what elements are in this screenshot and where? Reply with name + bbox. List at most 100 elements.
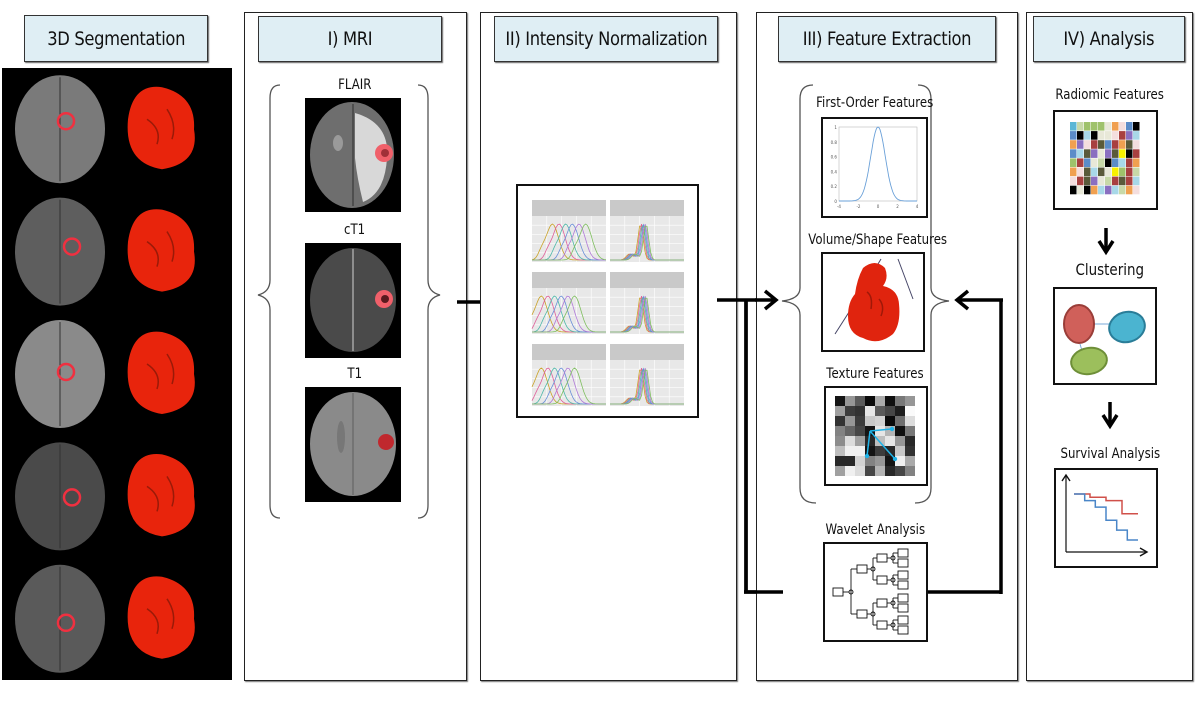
texture-cell xyxy=(875,406,885,416)
wavelet-node xyxy=(832,587,844,597)
panel-bg xyxy=(532,288,606,334)
survival-label: Survival Analysis xyxy=(1035,446,1185,462)
radiomic-cell xyxy=(1084,149,1091,158)
texture-cell xyxy=(865,416,875,426)
section-mri-title-text: I) MRI xyxy=(327,28,373,50)
segmentation-title: 3D Segmentation xyxy=(24,15,208,62)
radiomic-cell xyxy=(1098,140,1105,149)
section-normalization-title-text: II) Intensity Normalization xyxy=(505,28,707,50)
texture-cell xyxy=(865,406,875,416)
wavelet-label-text: Wavelet Analysis xyxy=(825,522,925,538)
x-tick-label: -4 xyxy=(837,204,841,210)
mri-label-flair: FLAIR xyxy=(305,77,405,93)
wavelet-node xyxy=(876,553,888,563)
section-mri-title: I) MRI xyxy=(258,16,442,62)
texture-cell xyxy=(835,446,845,456)
y-tick-label: 0.8 xyxy=(831,140,838,146)
radiomic-cell xyxy=(1070,167,1077,177)
segmentation-row xyxy=(15,75,195,184)
texture-cell xyxy=(895,426,905,436)
radiomic-features-matrix xyxy=(1053,110,1158,210)
texture-cell xyxy=(895,406,905,416)
survival-label-text: Survival Analysis xyxy=(1060,446,1160,462)
surface-shading xyxy=(146,231,175,267)
radiomic-label-text: Radiomic Features xyxy=(1055,87,1165,103)
texture-cell xyxy=(835,416,845,426)
texture-cell xyxy=(855,446,865,456)
first-order-label: First-Order Features xyxy=(800,95,950,111)
histogram-panel xyxy=(531,200,607,262)
clustering-diagram xyxy=(1063,304,1146,376)
radiomic-cell xyxy=(1070,131,1077,140)
texture-cell xyxy=(885,446,895,456)
radiomic-cell xyxy=(1112,131,1119,140)
x-tick-label: 0 xyxy=(877,204,880,210)
arrow-branch-overlay xyxy=(744,289,783,594)
mri-image-ct1 xyxy=(305,243,401,358)
texture-cell xyxy=(875,396,885,406)
panel-strip xyxy=(610,344,684,360)
tumor-contour xyxy=(56,362,76,382)
radiomic-cell xyxy=(1091,185,1098,195)
normalization-histogram-grid xyxy=(531,200,684,406)
surface-shading xyxy=(146,353,175,390)
texture-label: Texture Features xyxy=(800,366,950,382)
tumor-contour xyxy=(56,613,76,633)
radiomic-cell xyxy=(1126,131,1133,140)
radiomic-label: Radiomic Features xyxy=(1035,87,1185,103)
panel-bg xyxy=(532,360,606,406)
radiomic-cell xyxy=(1105,185,1112,195)
surface-shading xyxy=(146,598,175,635)
histogram-panel xyxy=(531,272,606,334)
radiomic-cell xyxy=(1084,158,1091,167)
radiomic-cell xyxy=(1112,167,1119,177)
mri-label-ct1: cT1 xyxy=(305,222,405,238)
segmentation-panel xyxy=(2,68,232,680)
texture-cell xyxy=(885,416,895,426)
radiomic-cell xyxy=(1077,176,1084,186)
texture-cell xyxy=(905,396,915,406)
wavelet-node xyxy=(897,548,909,558)
texture-cell xyxy=(845,416,855,426)
radiomic-cell xyxy=(1091,167,1098,177)
radiomic-cell xyxy=(1105,149,1112,158)
y-axis-arrow xyxy=(1061,473,1071,482)
radiomic-cell xyxy=(1070,149,1077,158)
radiomic-cell xyxy=(1119,122,1126,131)
radiomic-cell xyxy=(1105,167,1112,177)
texture-cell xyxy=(845,456,855,466)
arrow-clustering-to-survival xyxy=(1101,402,1119,430)
y-tick-label: 0.6 xyxy=(831,155,838,161)
radiomic-cell xyxy=(1091,149,1098,158)
density-curve xyxy=(532,295,606,333)
density-curve xyxy=(532,367,606,405)
radiomic-cell xyxy=(1126,167,1133,177)
radiomic-cell xyxy=(1084,122,1091,131)
segmentation-title-text: 3D Segmentation xyxy=(47,27,185,50)
kaplan-meier-plot xyxy=(1061,473,1149,557)
x-tick-label: 4 xyxy=(916,204,919,210)
density-curve xyxy=(532,223,607,261)
radiomic-cell xyxy=(1126,176,1133,186)
segmentation-images xyxy=(15,75,195,673)
segmentation-row xyxy=(15,442,195,551)
radiomic-cell xyxy=(1070,158,1077,167)
radiomic-cell xyxy=(1133,176,1140,186)
texture-arrow xyxy=(866,430,871,457)
shape-image xyxy=(821,252,925,352)
radiomic-cell xyxy=(1070,185,1077,195)
y-tick-label: 0.4 xyxy=(831,169,838,175)
section-analysis-title: IV) Analysis xyxy=(1033,16,1185,62)
radiomic-cell xyxy=(1105,176,1112,186)
density-curve xyxy=(610,369,684,405)
cluster-blue xyxy=(1108,310,1146,344)
texture-cell xyxy=(885,456,895,466)
features-brace xyxy=(781,84,950,504)
texture-arrow xyxy=(869,428,893,432)
texture-cell xyxy=(875,426,885,436)
radiomic-cell xyxy=(1098,176,1105,186)
wavelet-node xyxy=(897,570,909,580)
clustering-image xyxy=(1053,287,1157,385)
radiomic-cell xyxy=(1070,140,1077,149)
